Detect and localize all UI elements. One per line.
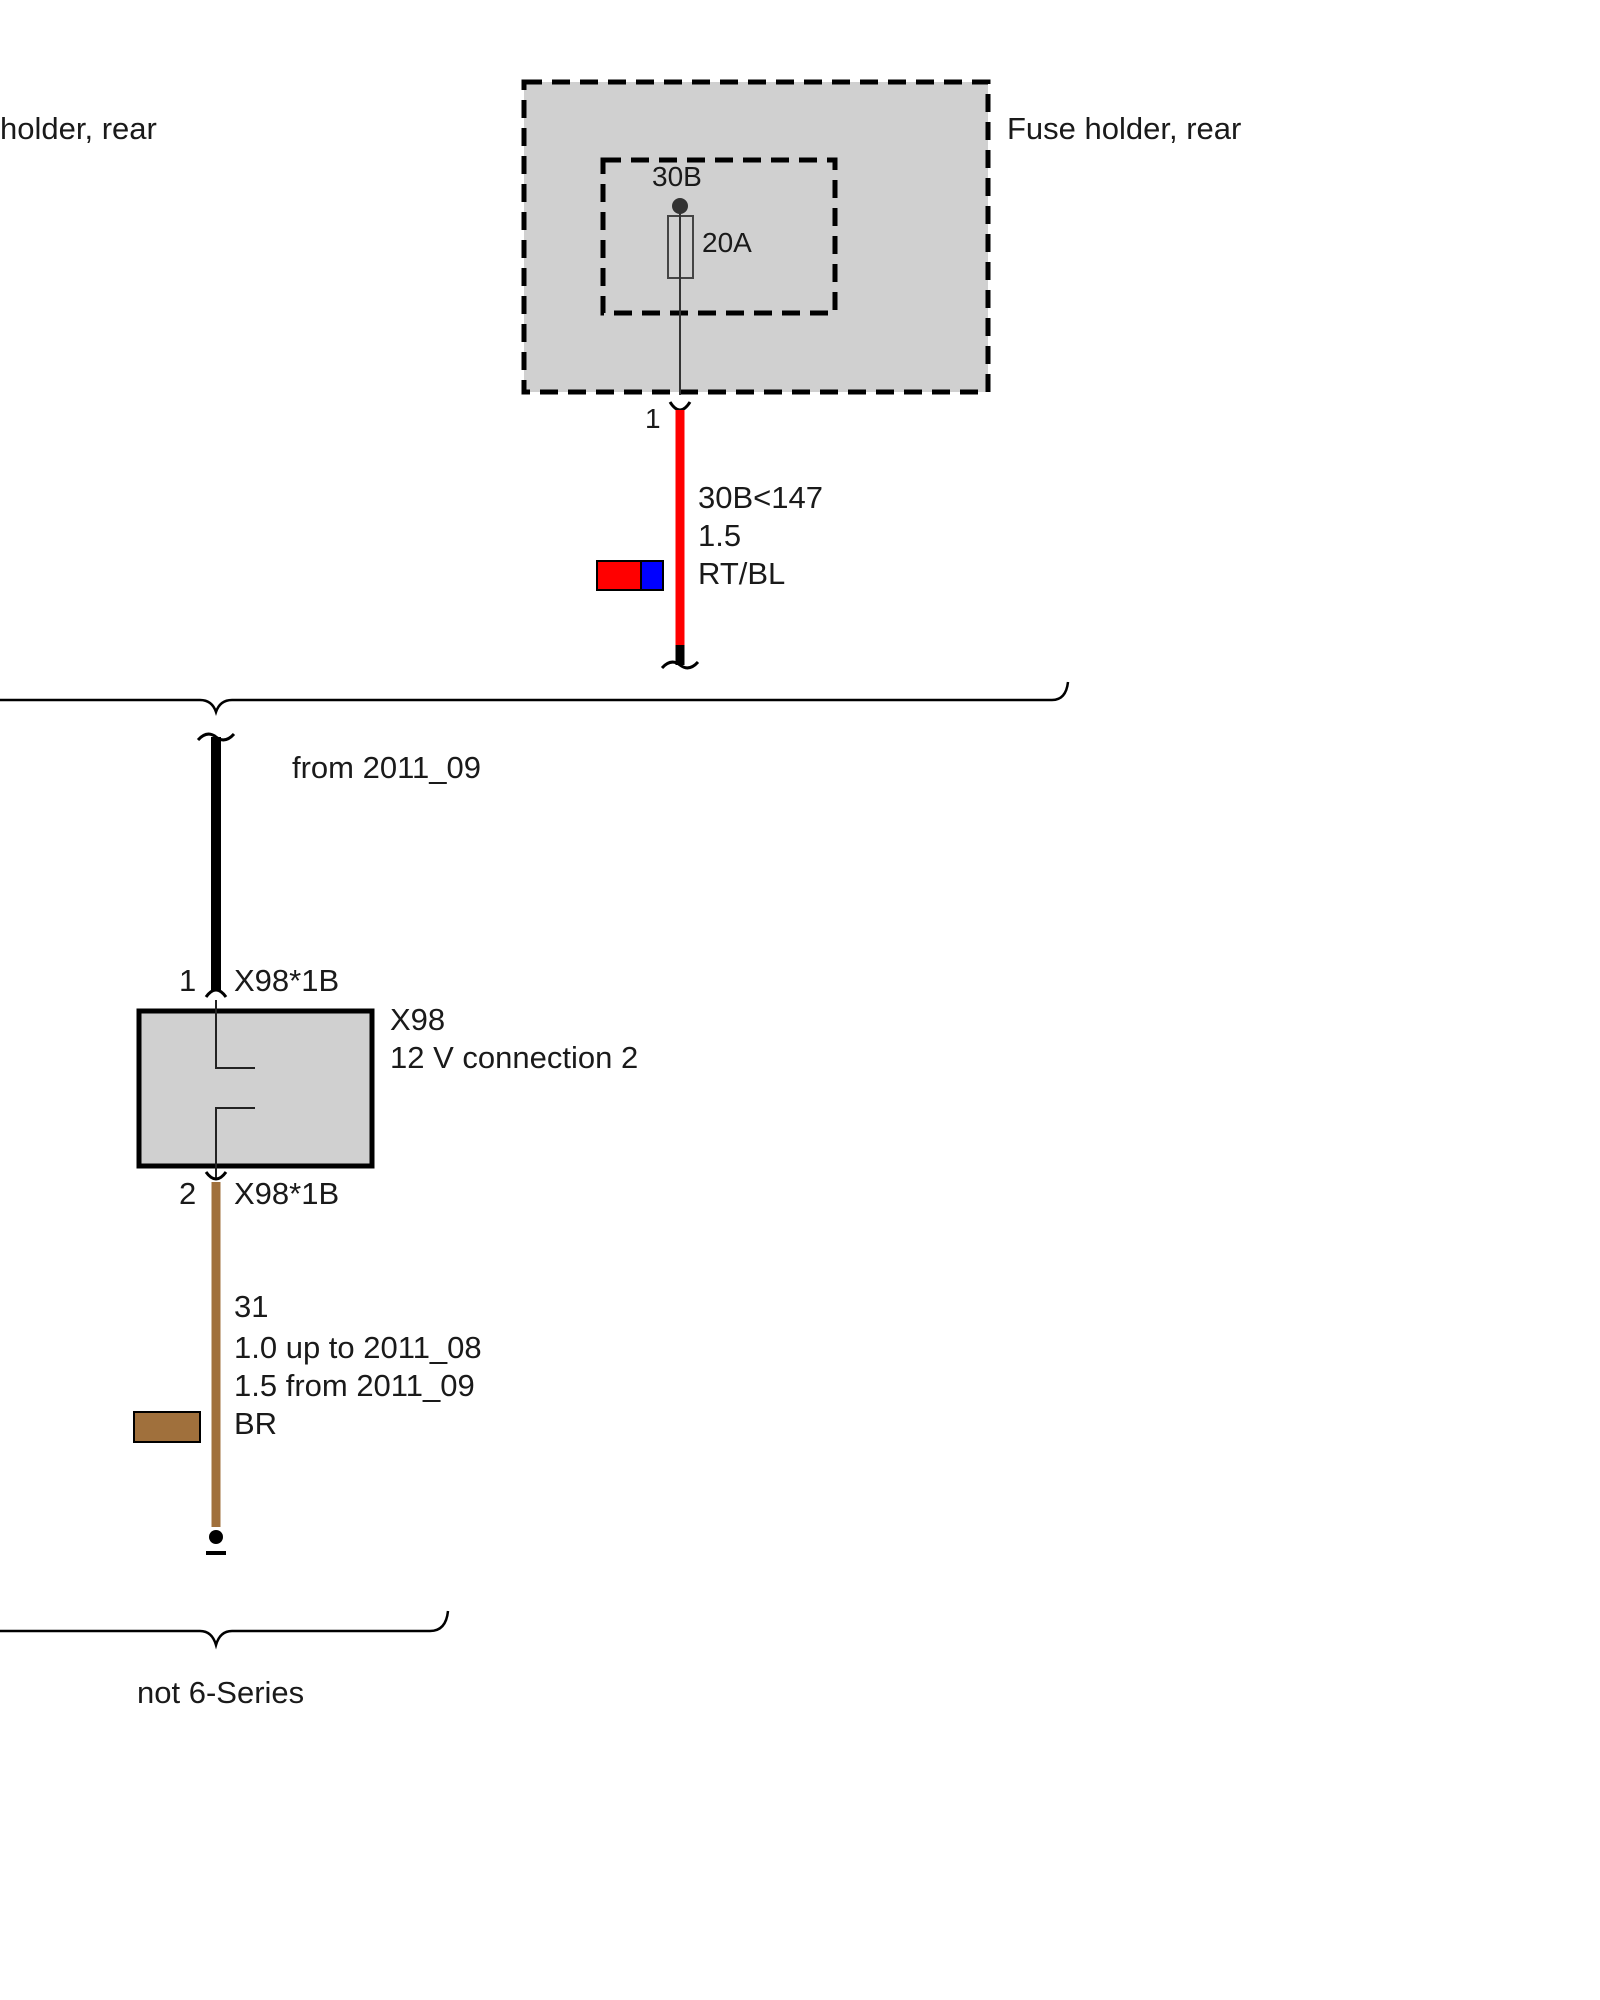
connector-pin-top-label: X98*1B — [234, 963, 339, 998]
wire-lower-size-2: 1.5 from 2011_09 — [234, 1368, 475, 1403]
connector-name: 12 V connection 2 — [390, 1040, 638, 1075]
wire-lower-color: BR — [234, 1406, 277, 1441]
wire-lower-size-1: 1.0 up to 2011_08 — [234, 1330, 482, 1365]
fuse-holder-housing — [521, 79, 991, 395]
group-brace-lower — [0, 1610, 450, 1650]
group-note: not 6-Series — [137, 1675, 304, 1710]
fuse-holder-left-label: holder, rear — [0, 111, 157, 146]
variant-wire-note: from 2011_09 — [292, 750, 481, 785]
wire-lower-color-swatch — [133, 1411, 201, 1443]
connector-id: X98 — [390, 1002, 445, 1037]
connector-x98-box — [136, 1008, 375, 1169]
ground-dot — [209, 1530, 223, 1544]
group-brace-upper — [0, 681, 1070, 716]
fuse-terminal-label: 30B — [652, 161, 702, 192]
connector-pin-bottom: 2 — [179, 1176, 196, 1211]
fuse-holder-rear — [521, 79, 991, 395]
connector-pin-top: 1 — [179, 963, 196, 998]
pin-connector-arc — [668, 401, 692, 412]
wire-circuit-label: 30B<147 — [698, 480, 823, 515]
fuse-pin-label: 1 — [645, 403, 661, 434]
connector-pin-bottom-label: X98*1B — [234, 1176, 339, 1211]
wire-lower-circuit: 31 — [234, 1289, 268, 1324]
connector-internal-bottom — [215, 1107, 255, 1178]
fuse-rating-label: 20A — [702, 227, 752, 258]
fuse-holder-label: Fuse holder, rear — [1007, 111, 1241, 146]
wire-break-symbol — [660, 660, 700, 670]
wire-color-label: RT/BL — [698, 556, 785, 591]
wire-color-swatch — [596, 560, 664, 591]
connector-top-arc — [204, 988, 228, 998]
fuse-sub-box — [600, 157, 838, 316]
connector-bottom-arc — [204, 1171, 228, 1181]
connector-internal-top — [215, 1000, 255, 1069]
wire-size-label: 1.5 — [698, 518, 741, 553]
